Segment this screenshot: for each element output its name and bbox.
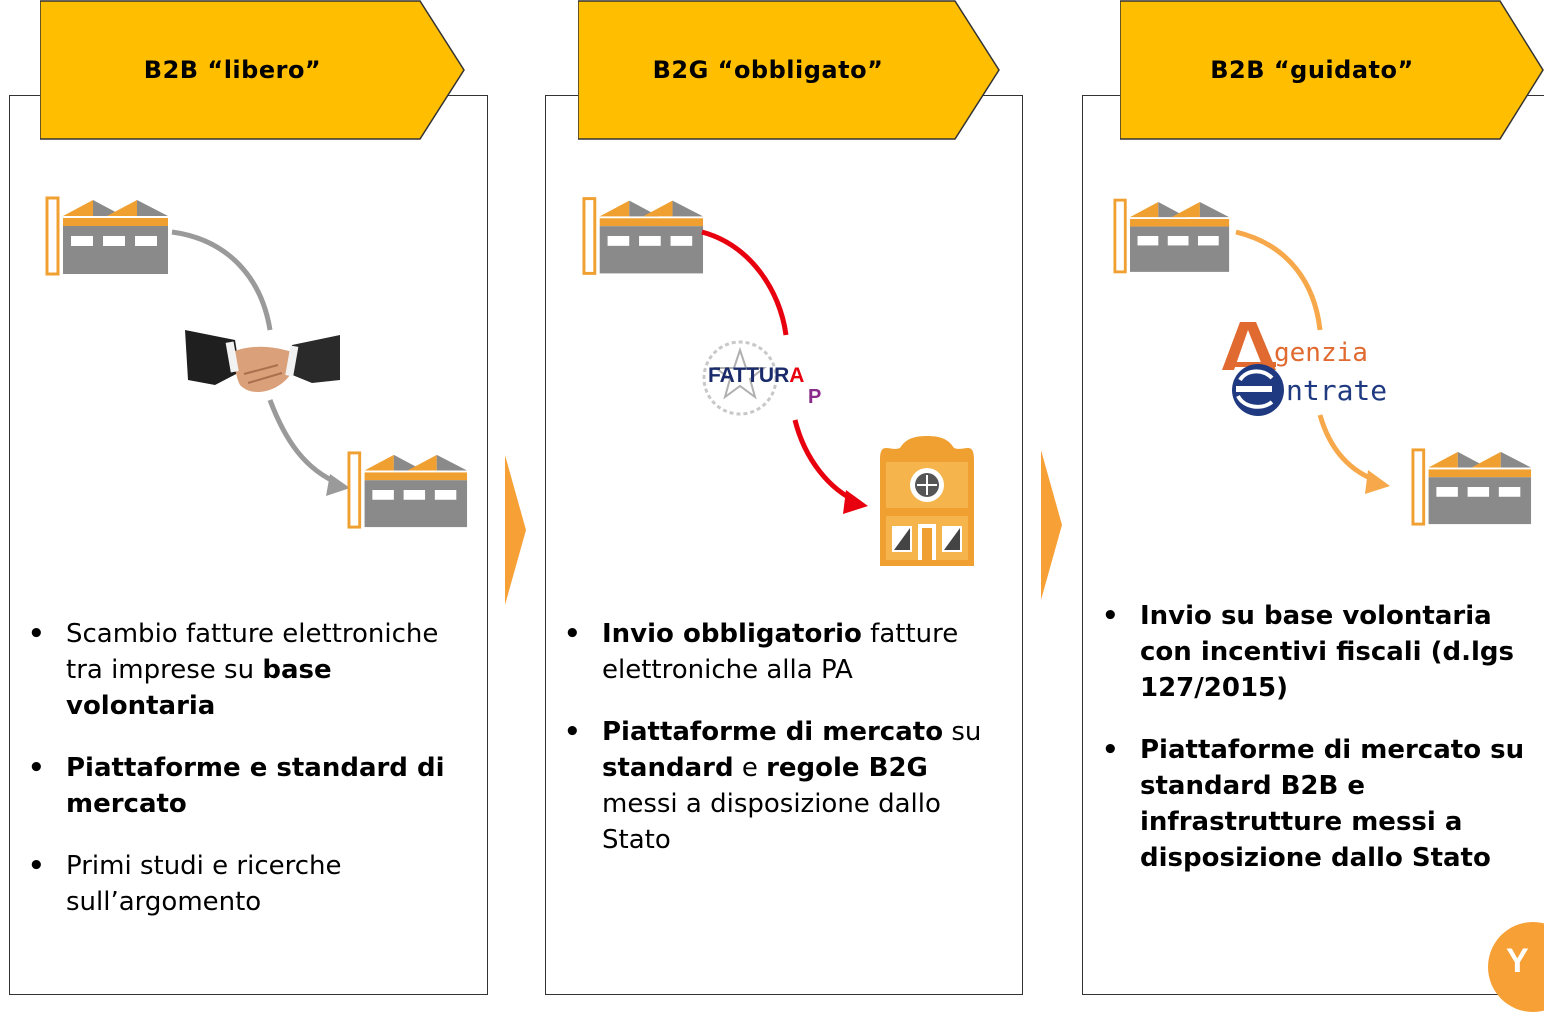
- bullet-list: • Invio su base volontaria con incentivi …: [1098, 598, 1534, 902]
- bullet-item: • Piattaforme di mercato su standard B2B …: [1098, 732, 1534, 876]
- illustration-b2g-obbligato: [582, 197, 974, 566]
- bullet-item: • Scambio fatture elettroniche tra impres…: [24, 616, 474, 724]
- bullet-dot: •: [28, 619, 45, 649]
- bullet-bold: standard: [602, 753, 734, 783]
- bullet-item: • Invio obbligatorio fatture elettroniche…: [560, 616, 1005, 688]
- bullet-bold: Piattaforme e standard di mercato: [66, 753, 445, 819]
- bullet-dot: •: [1102, 735, 1119, 765]
- entrate-text: ntrate: [1286, 374, 1388, 407]
- fattura-pa-text: FATTURA: [708, 364, 804, 388]
- agenzia-entrate-logo: [1222, 322, 1284, 416]
- bullet-text: e: [733, 753, 767, 783]
- banner-b2b-libero: [40, 0, 465, 140]
- separator-arrow: [1041, 450, 1062, 600]
- bullet-dot: •: [28, 753, 45, 783]
- bullet-bold: Piattaforme di mercato su standard B2B e…: [1140, 735, 1525, 873]
- bullet-item: • Invio su base volontaria con incentivi …: [1098, 598, 1534, 706]
- fattura-pa-p: P: [808, 386, 822, 408]
- logo-main: FATTUR: [708, 364, 790, 387]
- bullet-dot: •: [564, 717, 581, 747]
- handshake-icon: [185, 330, 340, 393]
- banner-title: B2G “obbligato”: [652, 56, 884, 84]
- corner-badge-label: Y: [1506, 942, 1529, 980]
- bullet-bold: Piattaforme di mercato: [602, 717, 944, 747]
- building-icon: [880, 436, 974, 566]
- bullet-bold: regole B2G: [766, 753, 928, 783]
- bullet-bold: Invio su base volontaria con incentivi f…: [1140, 601, 1515, 703]
- bullet-item: • Primi studi e ricerche sull’argomento: [24, 848, 474, 920]
- bullet-list: • Invio obbligatorio fatture elettroniche…: [560, 616, 1005, 884]
- logo-a: A: [789, 364, 805, 387]
- bullet-item: • Piattaforme di mercato su standard e re…: [560, 714, 1005, 858]
- bullet-dot: •: [1102, 601, 1119, 631]
- factory-icon: [1411, 448, 1533, 526]
- bullet-text: Primi studi e ricerche sull’argomento: [66, 851, 342, 917]
- bullet-text: fatture elettroniche alla PA: [602, 619, 959, 685]
- banner-title: B2B “libero”: [143, 56, 322, 84]
- illustration-b2b-guidato: [1113, 198, 1533, 526]
- bullet-bold: Invio obbligatorio: [602, 619, 862, 649]
- illustration-b2b-libero: [45, 196, 469, 529]
- fattura-pa-logo: [702, 340, 778, 416]
- bullet-dot: •: [564, 619, 581, 649]
- bullet-text: su: [943, 717, 982, 747]
- bullet-text: Scambio fatture elettroniche tra imprese…: [66, 619, 439, 685]
- bullet-item: • Piattaforme e standard di mercato: [24, 750, 474, 822]
- bullet-bold: base volontaria: [66, 655, 332, 721]
- banner-b2g-obbligato: [578, 0, 1000, 140]
- banner-b2b-guidato: [1120, 0, 1544, 140]
- bullet-dot: •: [28, 851, 45, 881]
- factory-icon: [1113, 198, 1231, 274]
- separator-arrow: [505, 455, 526, 605]
- bullet-text: messi a disposizione dallo Stato: [602, 789, 941, 855]
- agenzia-text: genzia: [1274, 338, 1368, 368]
- bullet-list: • Scambio fatture elettroniche tra impres…: [24, 616, 474, 946]
- banner-title: B2B “guidato”: [1210, 56, 1414, 84]
